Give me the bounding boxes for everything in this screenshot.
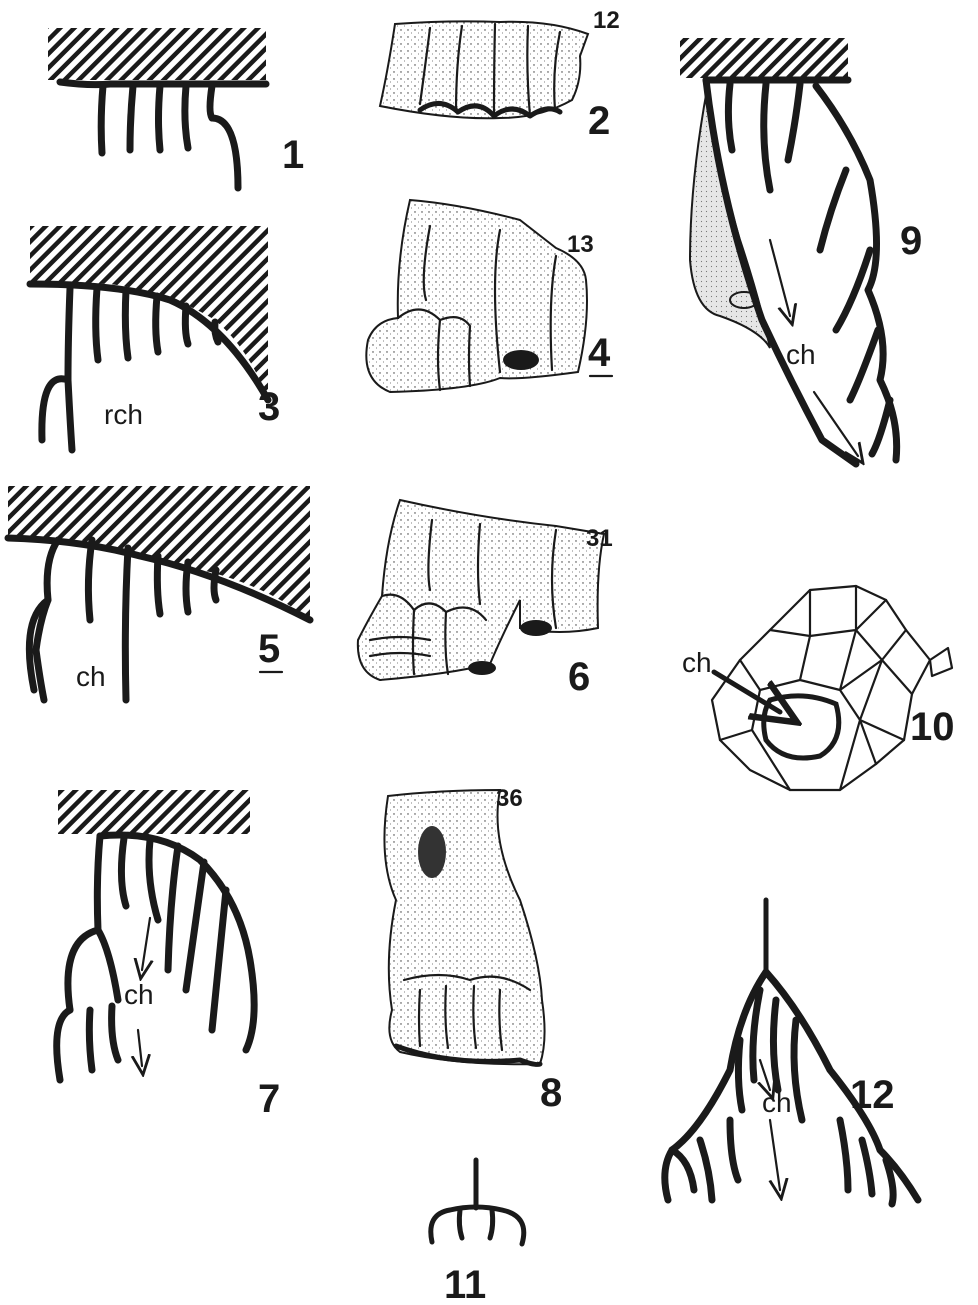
specimen-sketch: [366, 200, 587, 392]
septum: [210, 86, 238, 188]
figure-7: ch 7: [57, 790, 281, 1121]
figure-number: 6: [568, 655, 590, 699]
figure-3: rch 3: [30, 226, 280, 450]
figure-number: 1: [282, 133, 304, 177]
figure-number: 2: [588, 99, 610, 143]
specimen-number: 36: [496, 785, 523, 812]
septum: [156, 296, 158, 352]
specimen-number: 13: [567, 231, 594, 258]
septum: [88, 540, 92, 620]
figure-10: ch 10: [682, 586, 955, 790]
septum: [185, 306, 188, 344]
septum: [753, 990, 760, 1080]
label-ch: ch: [682, 647, 712, 678]
septum: [214, 570, 216, 600]
septum: [738, 1040, 742, 1110]
figure-6: 31 6: [358, 500, 613, 699]
label-ch: ch: [762, 1087, 792, 1118]
figure-11: 11: [431, 1160, 524, 1305]
figure-number: 5: [258, 627, 280, 671]
figure-8: 36 8: [384, 785, 562, 1115]
figure-number: 4: [588, 331, 611, 375]
specimen-number: 31: [586, 525, 613, 552]
septum: [215, 322, 218, 342]
figure-4: 13 4: [366, 200, 612, 392]
label-ch: ch: [124, 979, 154, 1010]
figure-number: 12: [850, 1073, 895, 1117]
septum: [125, 548, 128, 700]
figure-12: ch 12: [665, 900, 918, 1204]
figure-1: 1: [48, 28, 304, 188]
septum: [149, 840, 158, 920]
septum: [159, 86, 161, 150]
septum: [36, 540, 58, 650]
septum: [764, 84, 770, 190]
label-rch: rch: [104, 399, 143, 430]
septum: [121, 838, 126, 906]
substrate-hatch: [48, 28, 266, 80]
septum: [130, 86, 133, 150]
label-ch: ch: [786, 339, 816, 370]
label-ch: ch: [76, 661, 106, 692]
figure-number: 10: [910, 705, 955, 749]
figure-9: ch 9: [680, 38, 922, 464]
figure-number: 8: [540, 1071, 562, 1115]
septum: [168, 846, 178, 970]
septum: [788, 84, 800, 160]
septum: [212, 890, 226, 1030]
septum: [728, 84, 732, 150]
substrate-hatch: [58, 790, 250, 834]
figure-number: 9: [900, 219, 922, 263]
figure-number: 3: [258, 385, 280, 429]
septum: [101, 86, 103, 153]
septum: [68, 288, 70, 380]
septum: [96, 288, 98, 360]
septum: [872, 400, 890, 454]
specimen-number: 12: [593, 7, 620, 34]
septum: [186, 562, 188, 612]
septum: [186, 862, 204, 990]
substrate-hatch: [680, 38, 848, 78]
septum: [773, 1000, 778, 1090]
figure-number: 11: [444, 1263, 486, 1305]
figure-5: ch 5: [8, 486, 310, 700]
septum: [185, 86, 188, 148]
septum: [157, 556, 160, 614]
chamber-cell: [764, 696, 839, 758]
septum: [125, 290, 128, 358]
septum: [820, 170, 846, 250]
specimen-sketch: [380, 21, 588, 118]
specimen-sketch: [384, 790, 544, 1064]
figure-2: 12 2: [380, 7, 620, 143]
figure-number: 7: [258, 1077, 280, 1121]
septum: [850, 330, 878, 400]
septum: [794, 1020, 802, 1120]
